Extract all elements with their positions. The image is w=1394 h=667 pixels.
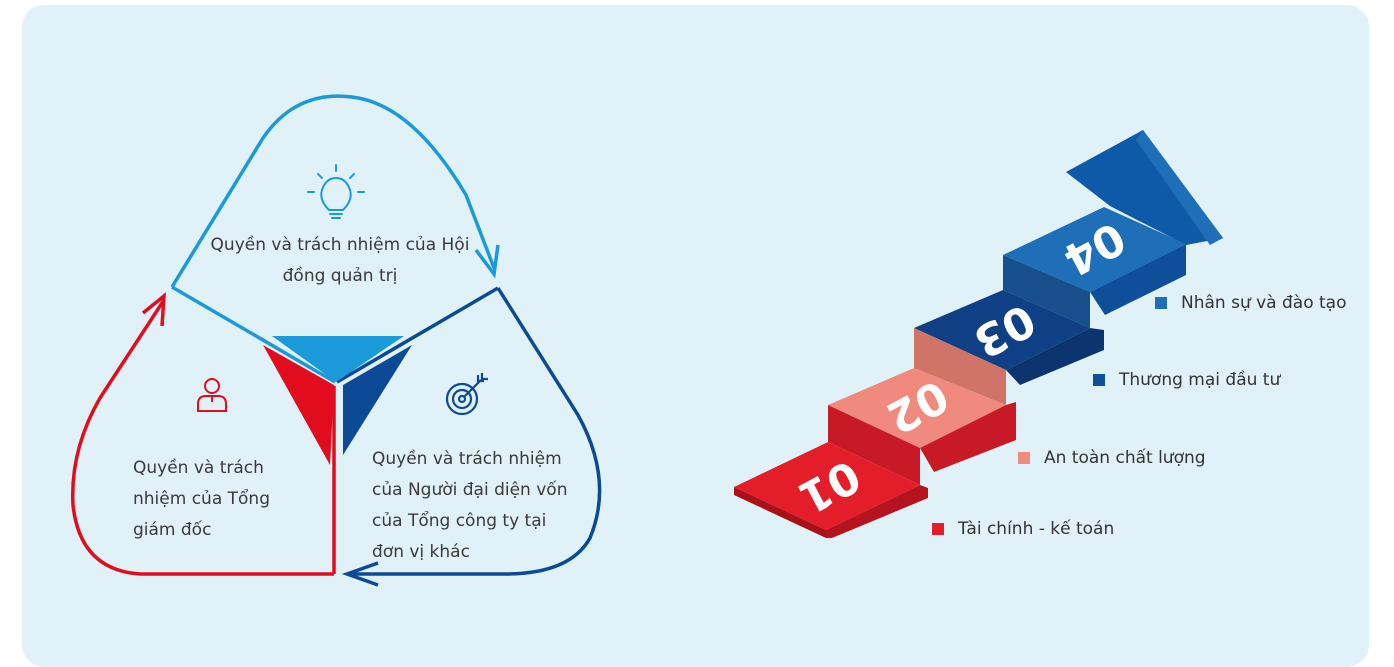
legend-item-quality-safety: An toàn chất lượng [1018, 448, 1206, 468]
ceo-responsibilities-label: Quyền và trách nhiệm của Tổng giám đốc [133, 458, 270, 540]
board-responsibilities-label: Quyền và trách nhiệm của Hội đồng quản t… [210, 235, 470, 286]
legend-label: Nhân sự và đào tạo [1181, 293, 1347, 313]
step-04-top [1003, 207, 1186, 292]
step-03-riser [914, 328, 1006, 405]
step-03-front [1006, 328, 1104, 385]
capital-representative-label: Quyền và trách nhiệm của Người đại diện … [372, 449, 568, 562]
top-loop-arrow [170, 94, 496, 288]
legend-item-finance-accounting: Tài chính - kế toán [932, 519, 1114, 539]
stairs-arrow-side [1136, 130, 1223, 245]
center-triangle-right [343, 345, 412, 455]
person-icon [197, 378, 227, 412]
target-icon [445, 373, 488, 416]
step-02-top [828, 368, 1006, 448]
step-02-riser [828, 405, 920, 485]
step-04-riser [1003, 255, 1090, 328]
step-04-front [1090, 244, 1186, 315]
legend-label: Tài chính - kế toán [958, 519, 1115, 539]
legend-label: Thương mại đầu tư [1119, 370, 1281, 390]
top-loop-arrowhead [474, 244, 500, 279]
right-loop-base [336, 286, 499, 384]
top-loop-base-left [171, 285, 336, 384]
step-01-side [826, 485, 928, 538]
legend-swatch [1155, 297, 1167, 309]
legend-label: An toàn chất lượng [1044, 448, 1206, 468]
stairs-arrow-head [1066, 130, 1223, 245]
center-triangle-top [272, 336, 404, 382]
legend-swatch [1093, 374, 1105, 386]
center-triangle-left [263, 345, 334, 465]
legend-swatch [1018, 452, 1030, 464]
legend-item-hr-training: Nhân sự và đào tạo [1155, 293, 1347, 313]
lightbulb-icon [307, 164, 365, 219]
legend-swatch [932, 523, 944, 535]
step-01-front [734, 487, 826, 538]
right-loop-arrow [350, 287, 602, 576]
left-loop-arrowhead [141, 292, 167, 327]
right-loop-arrowhead [341, 561, 379, 587]
legend-item-trade-investment: Thương mại đầu tư [1093, 370, 1280, 390]
step-02-front [920, 402, 1016, 472]
background-panel [22, 5, 1369, 667]
step-01-top [734, 442, 920, 530]
left-loop-arrow [70, 299, 334, 576]
